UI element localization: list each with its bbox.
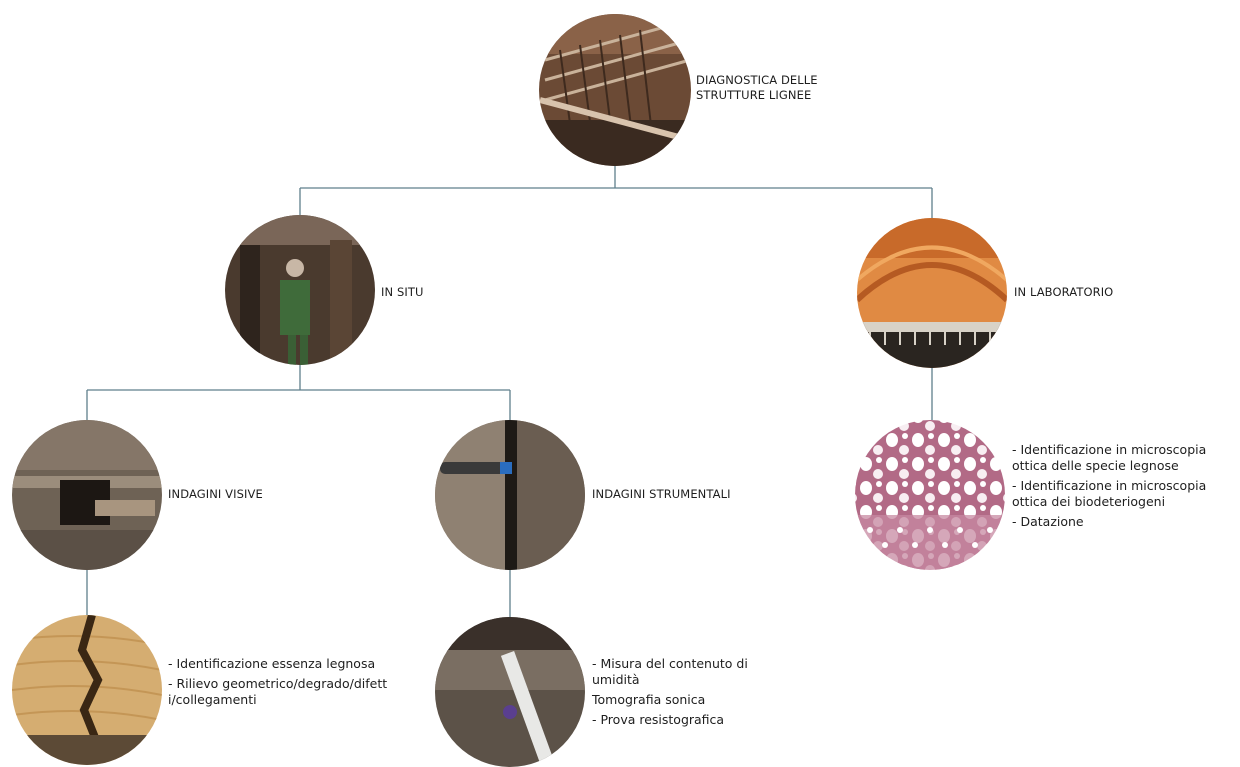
list-item: - Identificazione in microscopia ottica …	[1012, 442, 1234, 474]
laboratorio-detail-photo	[855, 420, 1005, 570]
in-laboratorio-label: IN LABORATORIO	[1014, 285, 1113, 300]
root-photo	[539, 14, 691, 166]
list-item: - Rilievo geometrico/degrado/difetti/col…	[168, 676, 388, 708]
list-item: - Misura del contenuto di umidità	[592, 656, 782, 688]
in-situ-label: IN SITU	[381, 285, 423, 300]
root-label: DIAGNOSTICA DELLE STRUTTURE LIGNEE	[696, 73, 818, 103]
list-item: - Prova resistografica	[592, 712, 782, 728]
indagini-strumentali-photo	[435, 420, 585, 570]
visive-detail-list: - Identificazione essenza legnosa - Rili…	[168, 656, 388, 712]
in-laboratorio-photo	[857, 218, 1007, 368]
list-item: - Identificazione essenza legnosa	[168, 656, 388, 672]
list-item: - Datazione	[1012, 514, 1234, 530]
laboratorio-detail-list: - Identificazione in microscopia ottica …	[1012, 442, 1234, 534]
visive-detail-photo	[12, 615, 162, 765]
indagini-strumentali-label: INDAGINI STRUMENTALI	[592, 487, 731, 502]
list-item: Tomografia sonica	[592, 692, 782, 708]
indagini-visive-photo	[12, 420, 162, 570]
strumentali-detail-list: - Misura del contenuto di umidità Tomogr…	[592, 656, 782, 732]
in-situ-photo	[225, 215, 375, 365]
strumentali-detail-photo	[435, 617, 585, 767]
list-item: - Identificazione in microscopia ottica …	[1012, 478, 1234, 510]
indagini-visive-label: INDAGINI VISIVE	[168, 487, 263, 502]
